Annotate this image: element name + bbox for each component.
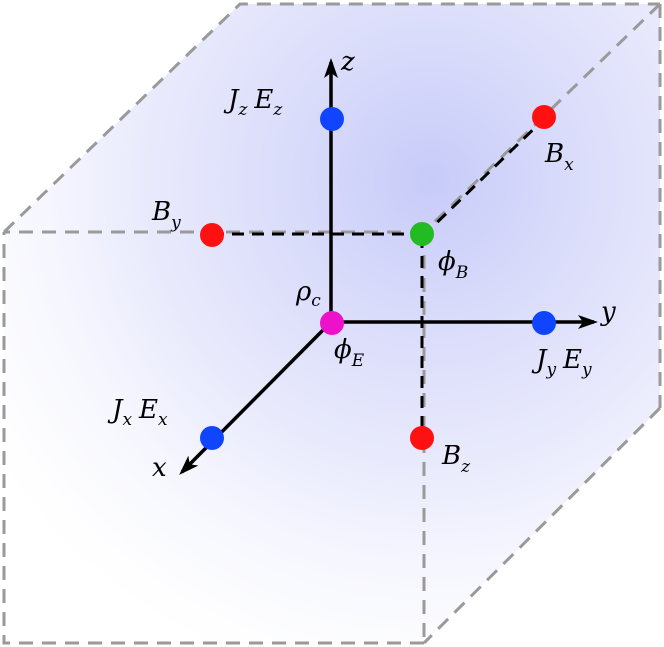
jx-ex-point bbox=[200, 426, 224, 450]
x-axis-label: x bbox=[152, 453, 167, 483]
jy-ey-point bbox=[532, 311, 556, 335]
bz-point bbox=[410, 426, 434, 450]
rho-c-label: ρc bbox=[295, 277, 321, 311]
phi-b-label: ϕB bbox=[438, 247, 468, 283]
field-grid-lines bbox=[212, 116, 547, 440]
by-label: By bbox=[151, 197, 181, 233]
z-axis-label: z bbox=[340, 47, 355, 77]
y-axis-label: y bbox=[600, 297, 616, 327]
bz-label: Bz bbox=[441, 441, 471, 477]
phi-b-point bbox=[410, 222, 434, 246]
rho-phi-e-point bbox=[320, 311, 344, 335]
phi-e-label: ϕE bbox=[334, 335, 365, 371]
bx-point bbox=[532, 105, 556, 129]
jz-ez-point bbox=[320, 107, 344, 131]
by-point bbox=[200, 223, 224, 247]
bx-label: Bx bbox=[544, 139, 574, 175]
